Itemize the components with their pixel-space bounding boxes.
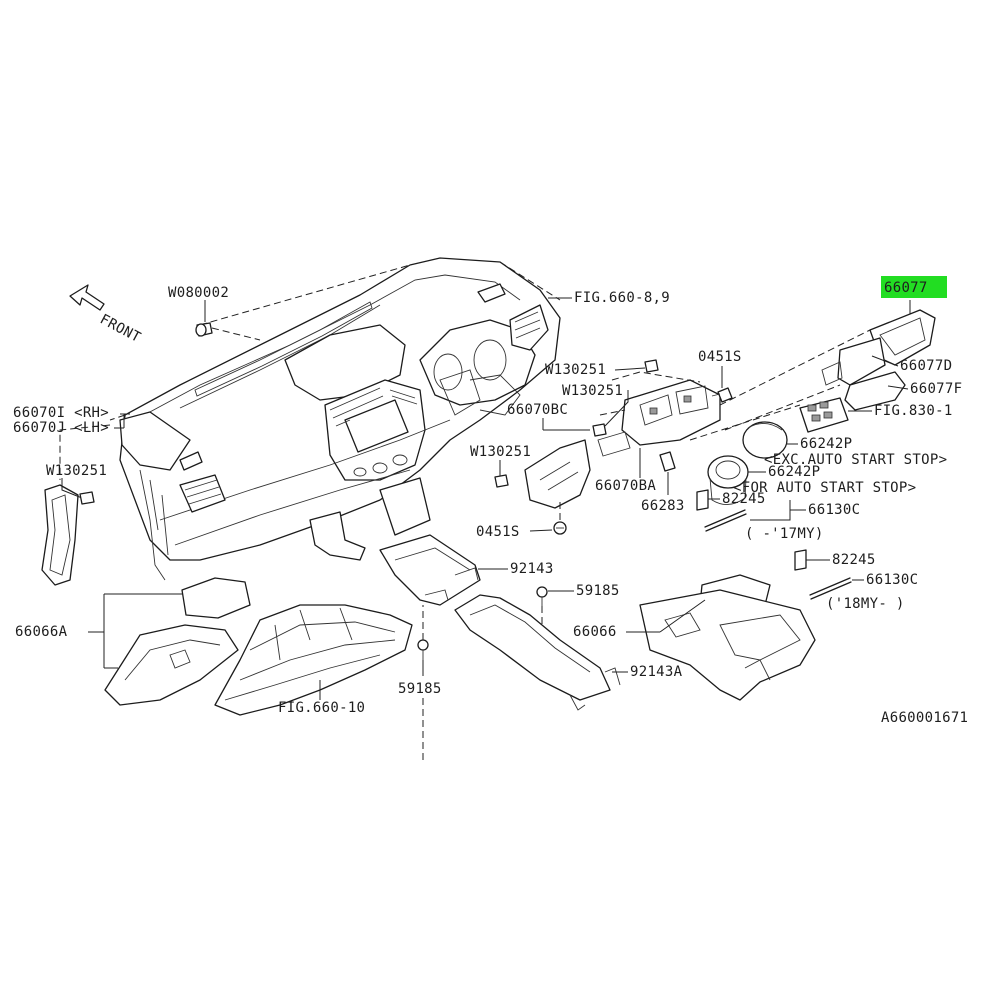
label-fig660-89: FIG.660-8,9	[574, 290, 670, 306]
label-66077: 66077	[884, 280, 928, 296]
label-66070ba: 66070BA	[595, 478, 656, 494]
leader-66066a	[88, 593, 182, 669]
leader-w130251-b	[604, 390, 629, 427]
label-66070bc: 66070BC	[507, 402, 568, 418]
leader-66077f	[887, 385, 909, 390]
dash-66077-group	[689, 329, 871, 441]
dash-reference-line-top	[199, 264, 411, 326]
clip-59185-bot-icon	[417, 639, 429, 660]
duct-92143-part	[379, 534, 481, 606]
clip-66283-icon	[659, 451, 676, 472]
label-w130251-b: W130251	[562, 383, 623, 399]
glovebox-frame-part	[214, 604, 413, 716]
trim-66077d-part	[821, 337, 886, 386]
rod-66130c-a-part	[704, 509, 747, 532]
label-82245-a: 82245	[722, 491, 766, 507]
leader-66066	[626, 599, 706, 633]
under-cover-66066a-part	[104, 624, 239, 706]
label-w080002: W080002	[168, 285, 229, 301]
clip-82245-b-icon	[794, 549, 807, 571]
dash-reference-line	[109, 414, 126, 421]
leader-w080002-dash	[211, 327, 261, 341]
under-cover-66066-part	[639, 589, 816, 701]
switch-panel-part	[799, 397, 849, 433]
label-0451s-top: 0451S	[698, 349, 742, 365]
label-front: FRONT	[97, 311, 143, 346]
clip-w130251-a-icon	[644, 359, 659, 373]
label-66066: 66066	[573, 624, 617, 640]
label-18my: ('18MY- )	[826, 596, 905, 612]
clip-w130251-left-icon	[79, 491, 95, 505]
knob-66242p-for-icon	[707, 455, 749, 505]
screw-0451s-top-icon	[711, 387, 733, 403]
label-66130c-a: 66130C	[808, 502, 860, 518]
leader-66077d	[871, 355, 899, 367]
leader-66070bc	[542, 418, 590, 431]
dash-reference-line-right	[499, 261, 561, 301]
leader-66070ij	[114, 413, 130, 429]
leader-w130251-left	[61, 478, 83, 499]
label-92143a: 92143A	[630, 664, 683, 680]
label-w130251-left: W130251	[46, 463, 107, 479]
center-trim-66070ba-part	[597, 379, 721, 457]
label-66066a: 66066A	[15, 624, 68, 640]
clip-w130251-b-icon	[592, 423, 607, 437]
trim-66077f-part	[844, 371, 906, 411]
leader-w130251-a	[614, 367, 646, 371]
clip-59185-top-icon	[536, 586, 548, 606]
label-66130c-b: 66130C	[866, 572, 918, 588]
label-59185-bot: 59185	[398, 681, 442, 697]
diagram-id: A660001671	[881, 710, 968, 726]
label-66242p-a: 66242P	[800, 436, 852, 452]
highlight-66077	[881, 276, 947, 298]
front-arrow-icon	[69, 284, 105, 311]
label-66077f: 66077F	[910, 381, 962, 397]
dash-66070ij	[59, 424, 111, 480]
dash-66070ba	[599, 371, 701, 416]
label-w130251-c: W130251	[470, 444, 531, 460]
label-fig660-10: FIG.660-10	[278, 700, 365, 716]
label-66077d: 66077D	[900, 358, 952, 374]
clip-w130251-c-icon	[494, 474, 509, 488]
clip-82245-a-icon	[696, 489, 709, 511]
label-exc-auto-start-stop: <EXC.AUTO START STOP>	[764, 452, 947, 468]
label-fig830-1: FIG.830-1	[874, 403, 953, 419]
floor-duct-92143a-part	[454, 594, 621, 711]
leader-0451s-bot	[529, 529, 553, 532]
label-82245-b: 82245	[832, 552, 876, 568]
label-92143: 92143	[510, 561, 554, 577]
label-66070j: 66070J <LH>	[13, 420, 109, 436]
label-for-auto-start-stop: <FOR AUTO START STOP>	[733, 480, 916, 496]
screw-0451s-bot-icon	[553, 521, 567, 535]
label-66283: 66283	[641, 498, 685, 514]
dashboard-panel	[119, 257, 561, 581]
label-66070i: 66070I <RH>	[13, 405, 109, 421]
side-trim-66070-part	[41, 484, 79, 586]
clip-w080002-icon	[195, 322, 213, 337]
label-59185-top: 59185	[576, 583, 620, 599]
block-66066a-shape	[181, 577, 251, 619]
label-w130251-a: W130251	[545, 362, 606, 378]
label-0451s-bot: 0451S	[476, 524, 520, 540]
leader-66130c-a	[750, 500, 806, 521]
rod-66130c-b-part	[809, 577, 852, 600]
label-17my: ( -'17MY)	[745, 526, 824, 542]
side-panel-66070bc-part	[524, 439, 591, 509]
knob-66242p-exc-icon	[742, 421, 788, 459]
label-66242p-b: 66242P	[768, 464, 820, 480]
